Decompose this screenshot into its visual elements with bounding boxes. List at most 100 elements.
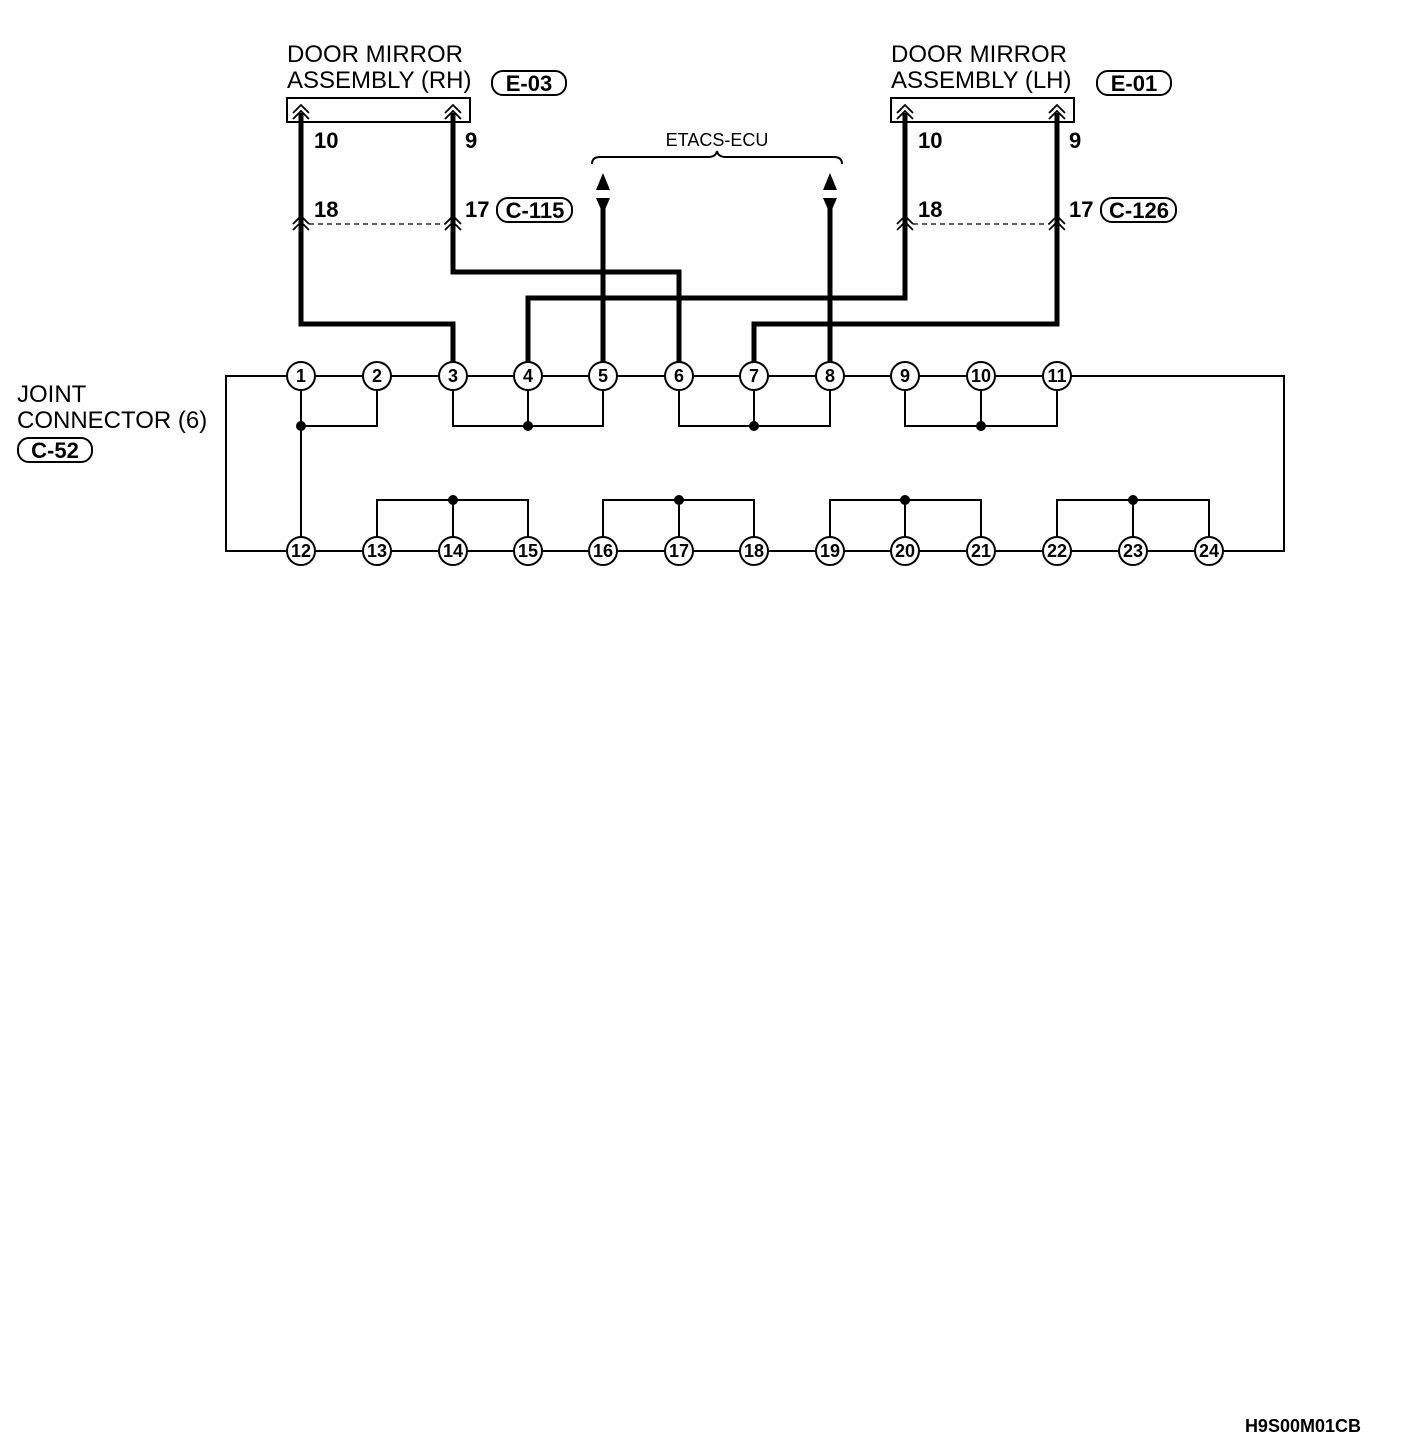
mirror-lh-code: E-01 [1111,71,1157,96]
node-number: 4 [523,366,533,386]
node-number: 23 [1123,541,1143,561]
harness-wires [298,113,1060,376]
node-number: 2 [372,366,382,386]
joint-node: 2 [362,361,392,391]
joint-label-line1: JOINT [17,381,87,408]
node-number: 19 [820,541,840,561]
joint-node: 8 [815,361,845,391]
joint-top-nodes: 1 2 3 4 5 6 7 8 9 10 11 [286,361,1072,391]
node-number: 11 [1047,366,1066,386]
joint-node: 12 [286,536,316,566]
junction-dot [674,495,684,505]
node-number: 8 [825,366,835,386]
mirror-rh-title-line1: DOOR MIRROR [287,41,463,68]
joint-node: 6 [664,361,694,391]
joint-node: 10 [966,361,996,391]
mirror-rh-connector-box [286,97,471,123]
node-number: 18 [744,541,764,561]
joint-label-line2: CONNECTOR (6) [17,407,207,434]
joint-node: 1 [286,361,316,391]
ecu-bracket [591,150,843,165]
terminal-symbols [292,103,1066,231]
junction-dot [1128,495,1138,505]
junction-dot [976,421,986,431]
joint-node: 15 [513,536,543,566]
mirror-rh-code-badge [491,70,567,96]
wire-rh-pin9-to-node6 [450,113,682,376]
wire-lh-pin9-to-node7 [751,113,1060,376]
wire-rh-pin10-to-node3 [298,113,456,376]
node-number: 24 [1199,541,1219,561]
terminal-chevron-icon [292,103,310,120]
door-mirror-rh: DOOR MIRROR ASSEMBLY (RH) E-03 10 9 18 1… [286,41,573,225]
node-number: 1 [296,366,306,386]
junction-dot [900,495,910,505]
ecu-label: ETACS-ECU [666,130,769,150]
joint-node: 20 [890,536,920,566]
joint-node: 7 [739,361,769,391]
joint-node: 18 [739,536,769,566]
joint-node: 19 [815,536,845,566]
joint-connector-label: JOINT CONNECTOR (6) C-52 [17,381,207,463]
joint-frame-right [1057,375,1285,552]
node-number: 15 [518,541,538,561]
node-number: 22 [1047,541,1067,561]
inline-connector-chevron-icon [444,214,462,231]
junction-dot [749,421,759,431]
inline-connector-chevron-icon [1048,214,1066,231]
mirror-rh-int-code: C-115 [506,198,565,223]
node-number: 3 [448,366,458,386]
joint-node: 3 [438,361,468,391]
node-number: 10 [971,366,991,386]
terminal-chevron-icon [1048,103,1066,120]
node-number: 9 [900,366,910,386]
junction-dot [296,421,306,431]
mirror-lh-int-pin-b: 17 [1069,197,1093,222]
node-number: 13 [367,541,387,561]
node-number: 7 [749,366,759,386]
bus-1-2 [301,376,378,427]
node-number: 20 [895,541,915,561]
joint-node: 16 [588,536,618,566]
joint-node: 5 [588,361,618,391]
joint-code-badge [17,437,93,463]
mirror-rh-pin-a: 10 [314,128,338,153]
node-number: 17 [669,541,689,561]
mirror-lh-code-badge [1096,70,1172,96]
joint-bottom-nodes: 12 13 14 15 16 17 18 19 20 21 22 23 24 [286,536,1224,566]
node-number: 12 [291,541,311,561]
mirror-lh-connector-box [890,97,1075,123]
etacs-ecu: ETACS-ECU [591,130,843,165]
joint-node: 22 [1042,536,1072,566]
junction-dot [448,495,458,505]
mirror-rh-int-pin-a: 18 [314,197,338,222]
mirror-lh-title-line1: DOOR MIRROR [891,41,1067,68]
terminal-chevron-icon [444,103,462,120]
joint-code: C-52 [31,438,79,463]
mirror-lh-int-code-badge [1100,197,1177,223]
mirror-lh-int-pin-a: 18 [918,197,942,222]
mirror-rh-int-pin-b: 17 [465,197,489,222]
node-number: 6 [674,366,684,386]
joint-node: 13 [362,536,392,566]
ecu-terminal-arrow-icon [596,173,610,214]
mirror-rh-code: E-03 [506,71,552,96]
junction-dot [523,421,533,431]
joint-node: 9 [890,361,920,391]
joint-node: 4 [513,361,543,391]
mirror-rh-pin-b: 9 [465,128,477,153]
mirror-lh-pin-a: 10 [918,128,942,153]
joint-node: 23 [1118,536,1148,566]
inline-connector-chevron-icon [896,214,914,231]
joint-node: 24 [1194,536,1224,566]
inline-connector-chevron-icon [292,214,310,231]
joint-node: 14 [438,536,468,566]
mirror-rh-int-code-badge [496,197,573,223]
wire-lh-pin10-to-node4 [525,113,908,376]
node-number: 5 [598,366,608,386]
node-number: 16 [593,541,613,561]
terminal-chevron-icon [896,103,914,120]
joint-connector-wiring [225,375,1285,552]
node-number: 21 [971,541,991,561]
